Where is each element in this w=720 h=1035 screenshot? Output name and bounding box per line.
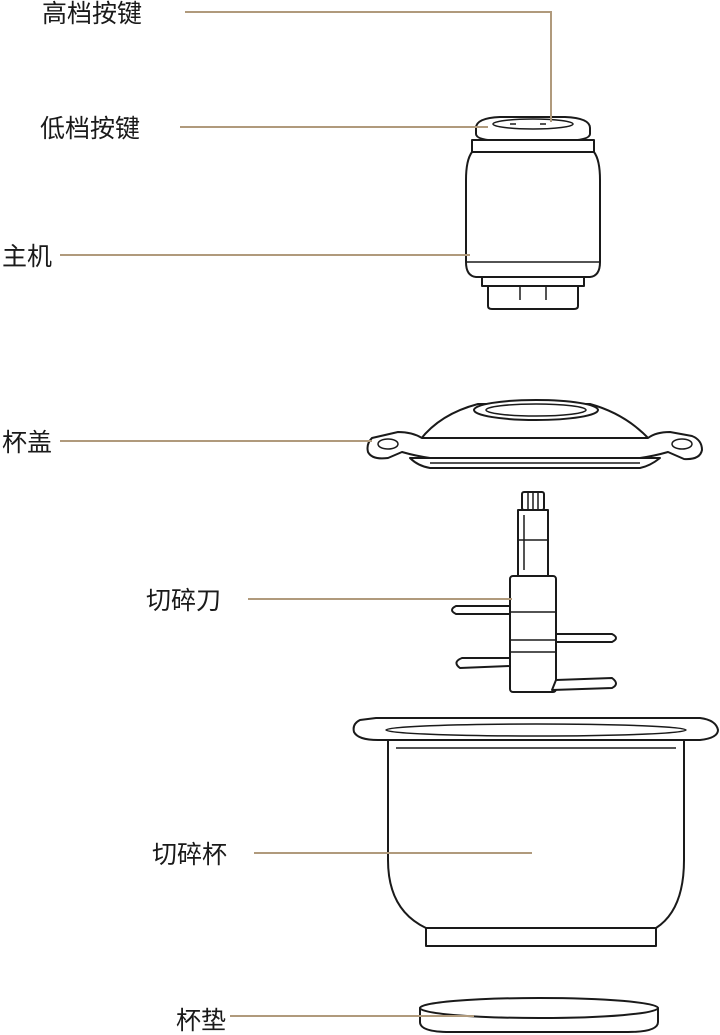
leader-line-high-button <box>185 11 552 122</box>
label-chopping-cup: 切碎杯 <box>152 840 227 869</box>
blade-drawing <box>451 491 617 693</box>
cup-pad-drawing <box>419 997 659 1033</box>
label-motor-unit: 主机 <box>2 242 52 271</box>
label-high-button: 高档按键 <box>42 0 142 28</box>
label-cup-lid: 杯盖 <box>2 428 52 457</box>
label-blade: 切碎刀 <box>146 586 221 615</box>
motor-unit-drawing <box>465 116 601 310</box>
chopping-cup-drawing <box>352 717 719 947</box>
cup-lid-drawing <box>366 399 703 469</box>
label-cup-pad: 杯垫 <box>176 1006 226 1035</box>
label-low-button: 低档按键 <box>40 114 140 143</box>
